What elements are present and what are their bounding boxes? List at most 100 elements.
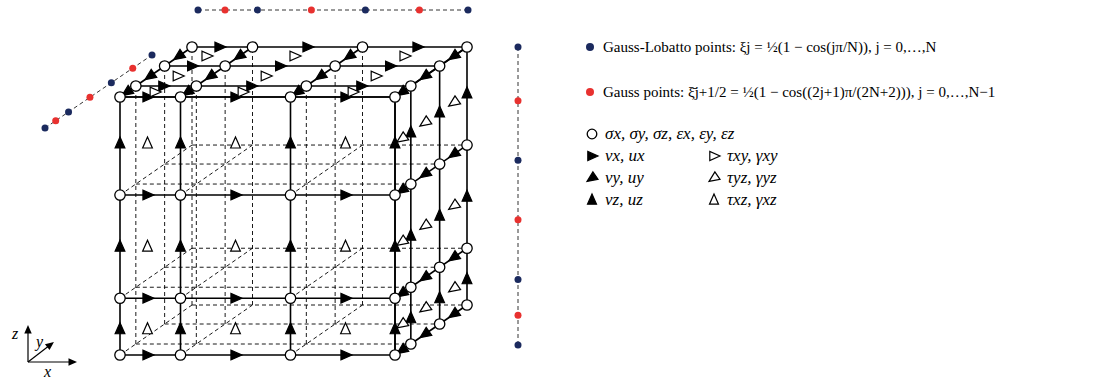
shear-stress-symbol <box>341 240 351 251</box>
velocity-symbol <box>341 293 352 303</box>
face-grid-line <box>120 47 192 97</box>
shear-stress-symbol <box>400 51 411 61</box>
shear-stress-symbol <box>231 137 241 148</box>
velocity-symbol <box>449 147 461 157</box>
velocity-symbol <box>435 209 445 220</box>
velocity-symbol <box>143 350 154 360</box>
gauss-lobatto-point <box>149 52 156 59</box>
velocity-symbol <box>231 190 242 200</box>
gauss-point <box>515 97 522 104</box>
face-grid-line <box>165 65 440 67</box>
point-row-line <box>198 10 468 11</box>
stress-node-circle <box>175 293 185 303</box>
stress-node-circle <box>462 300 472 310</box>
legend-text: τxz, γxz <box>727 190 777 210</box>
shear-stress-symbol <box>150 87 161 97</box>
shear-stress-symbol <box>710 152 720 161</box>
stress-node-circle <box>285 293 295 303</box>
shear-stress-symbol <box>202 51 213 61</box>
shear-stress-symbol <box>348 87 359 97</box>
legend-symbol <box>582 124 602 144</box>
legend-symbol <box>582 190 602 210</box>
legend-text: vx, ux <box>605 146 645 166</box>
velocity-symbol <box>462 87 472 98</box>
gauss-lobatto-point <box>515 157 522 164</box>
stress-node-circle <box>434 262 444 272</box>
legend-text: Gauss points: ξ̄j+1/2 = ½(1 − cos((2j+1)… <box>603 82 995 102</box>
face-grid-line <box>395 248 467 298</box>
interior-grid-line <box>181 305 253 355</box>
stress-node-circle <box>301 81 311 91</box>
stress-node-circle <box>587 129 597 139</box>
gauss-lobatto-point <box>108 79 115 86</box>
face-grid-line <box>192 46 467 48</box>
velocity-symbol <box>247 81 258 91</box>
velocity-symbol <box>462 190 472 201</box>
velocity-symbol <box>386 61 397 71</box>
gauss-point <box>515 216 522 223</box>
legend-swatch <box>586 88 594 96</box>
axis-label: z <box>12 326 18 342</box>
velocity-symbol <box>344 49 356 59</box>
face-grid-line <box>395 145 467 195</box>
velocity-symbol <box>341 350 352 360</box>
velocity-symbol <box>449 251 461 261</box>
stress-node-circle <box>175 350 185 360</box>
point-row-line <box>518 47 519 345</box>
stress-node-circle <box>357 42 367 52</box>
stress-node-circle <box>115 190 125 200</box>
axis-line <box>27 330 28 362</box>
velocity-symbol <box>462 273 472 284</box>
shear-stress-symbol <box>173 71 184 81</box>
face-grid-line <box>120 96 395 98</box>
interior-grid-line <box>181 145 253 195</box>
shear-stress-symbol <box>341 323 351 334</box>
velocity-symbol <box>420 167 432 177</box>
velocity-symbol <box>449 49 461 59</box>
gauss-lobatto-point <box>515 276 522 283</box>
legend-text: Gauss-Lobatto points: ξj = ½(1 − cos(jπ/… <box>603 37 936 57</box>
axis-arrowhead <box>69 358 78 366</box>
face-grid-line <box>395 47 467 97</box>
axis-triad <box>24 325 77 366</box>
interior-grid-line <box>136 287 411 288</box>
interior-grid-line <box>165 267 440 268</box>
gauss-lobatto-point <box>65 108 72 115</box>
shear-stress-symbol <box>449 199 461 209</box>
shear-stress-symbol <box>261 71 272 81</box>
gauss-lobatto-point <box>42 125 49 132</box>
velocity-symbol <box>115 323 125 334</box>
velocity-symbol <box>115 137 125 148</box>
face-grid-line <box>120 297 395 299</box>
interior-grid-line <box>165 164 440 165</box>
stress-node-circle <box>330 61 340 71</box>
stress-node-circle <box>220 61 230 71</box>
interior-grid-line <box>181 248 253 298</box>
gauss-point <box>86 94 93 101</box>
velocity-symbol <box>231 293 242 303</box>
stress-node-circle <box>434 159 444 169</box>
stress-node-circle <box>406 179 416 189</box>
stress-node-circle <box>115 350 125 360</box>
face-grid-line <box>395 305 467 355</box>
gauss-lobatto-point <box>515 342 522 349</box>
stress-node-circle <box>390 293 400 303</box>
velocity-symbol <box>176 323 186 334</box>
gauss-lobatto-point <box>195 7 202 14</box>
interior-grid-line <box>291 145 363 195</box>
stress-node-circle <box>247 42 257 52</box>
velocity-symbol <box>435 106 445 117</box>
axis-arrowhead <box>45 342 54 350</box>
axis-label: y <box>36 334 43 350</box>
face-grid-line <box>120 194 395 196</box>
stress-node-circle <box>175 190 185 200</box>
shear-stress-symbol <box>231 240 241 251</box>
stress-node-circle <box>462 140 472 150</box>
velocity-symbol <box>231 350 242 360</box>
stress-node-circle <box>115 92 125 102</box>
interior-grid-line <box>225 66 226 324</box>
interior-grid-line <box>136 184 411 185</box>
stress-node-circle <box>390 92 400 102</box>
shear-stress-symbol <box>397 318 409 328</box>
